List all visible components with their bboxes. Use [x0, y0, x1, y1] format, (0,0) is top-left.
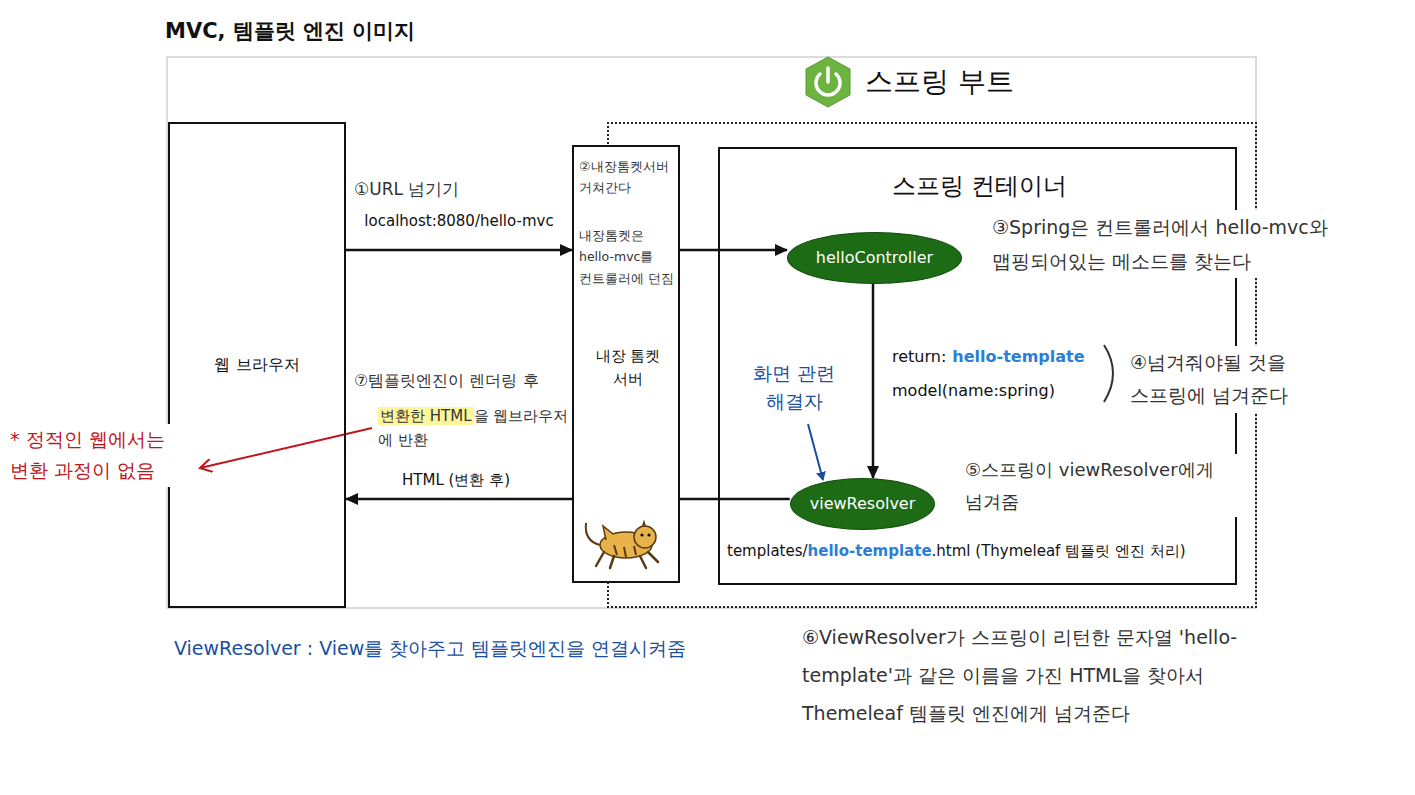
code-text: return: [892, 347, 946, 366]
flow-arrow [872, 284, 875, 478]
annotation: 화면 관련 해결자 [736, 360, 852, 415]
side-note: * 정적인 웹에서는 변환 과정이 없음 [8, 424, 190, 487]
text-row: return: hello-template [890, 346, 1087, 368]
step-note: ③Spring은 컨트롤러에서 hello-mvc와 맵핑되어있는 메소드를 찾… [990, 210, 1379, 278]
node-label: viewResolver [810, 494, 916, 515]
node-label: 스프링 컨테이너 [720, 171, 1239, 202]
template-name: hello-template [808, 542, 932, 560]
node-label: ②내장톰켓서버 거쳐간다 [579, 157, 677, 199]
template-name: hello-template [952, 347, 1084, 366]
leader-line [808, 424, 823, 480]
edge-label: localhost:8080/hello-mvc [362, 212, 555, 232]
definition-note: ViewResolver : View를 찾아주고 템플릿엔진을 연결시켜줌 [172, 636, 688, 662]
step-note: ④넘겨줘야될 것을 스프링에 넘겨준다 [1128, 346, 1347, 413]
flow-arrow [346, 498, 790, 501]
step-note: ①URL 넘기기 [352, 178, 461, 201]
step-note: ⑤스프링이 viewResolver에게 넘겨줌 [963, 454, 1252, 517]
path-text: .html (Thymeleaf 템플릿 엔진 처리) [932, 542, 1186, 560]
text-row: templates/hello-template.html (Thymeleaf… [725, 541, 1188, 562]
node-label: 스프링 부트 [865, 64, 1014, 100]
step-note: ⑦템플릿엔진이 렌더링 후 [352, 370, 541, 392]
flow-arrow [346, 249, 572, 252]
diagram-title: MVC, 템플릿 엔진 이미지 [165, 17, 415, 45]
view-resolver-ellipse: viewResolver [790, 478, 936, 530]
path-text: templates/ [727, 542, 808, 560]
node-label: helloController [816, 248, 933, 269]
step-note: ⑥ViewResolver가 스프링이 리턴한 문자열 'hello-templ… [800, 618, 1284, 732]
outer-frame [167, 57, 1256, 608]
text-row: 변환한 HTML을 웹브라우저에 반환 [376, 404, 572, 452]
browser-box: 웹 브라우저 [168, 122, 346, 608]
node-label: 내장 톰켓 서버 [579, 345, 677, 390]
tomcat-icon [586, 522, 658, 568]
bracket [1104, 345, 1113, 402]
edge-label: HTML (변환 후) [400, 471, 512, 491]
highlight-text: 변환한 HTML [378, 407, 474, 425]
code-text: model(name:spring) [890, 380, 1057, 402]
node-label: 내장톰켓은 hello-mvc를 컨트롤러에 던짐 [579, 225, 677, 289]
tomcat-server-box: ②내장톰켓서버 거쳐간다내장톰켓은 hello-mvc를 컨트롤러에 던짐내장 … [572, 145, 680, 583]
leader-line [200, 428, 372, 468]
spring-logo [806, 57, 850, 107]
node-label: 웹 브라우저 [214, 355, 299, 376]
controller-ellipse: helloController [787, 232, 962, 284]
flow-arrow [680, 249, 787, 252]
